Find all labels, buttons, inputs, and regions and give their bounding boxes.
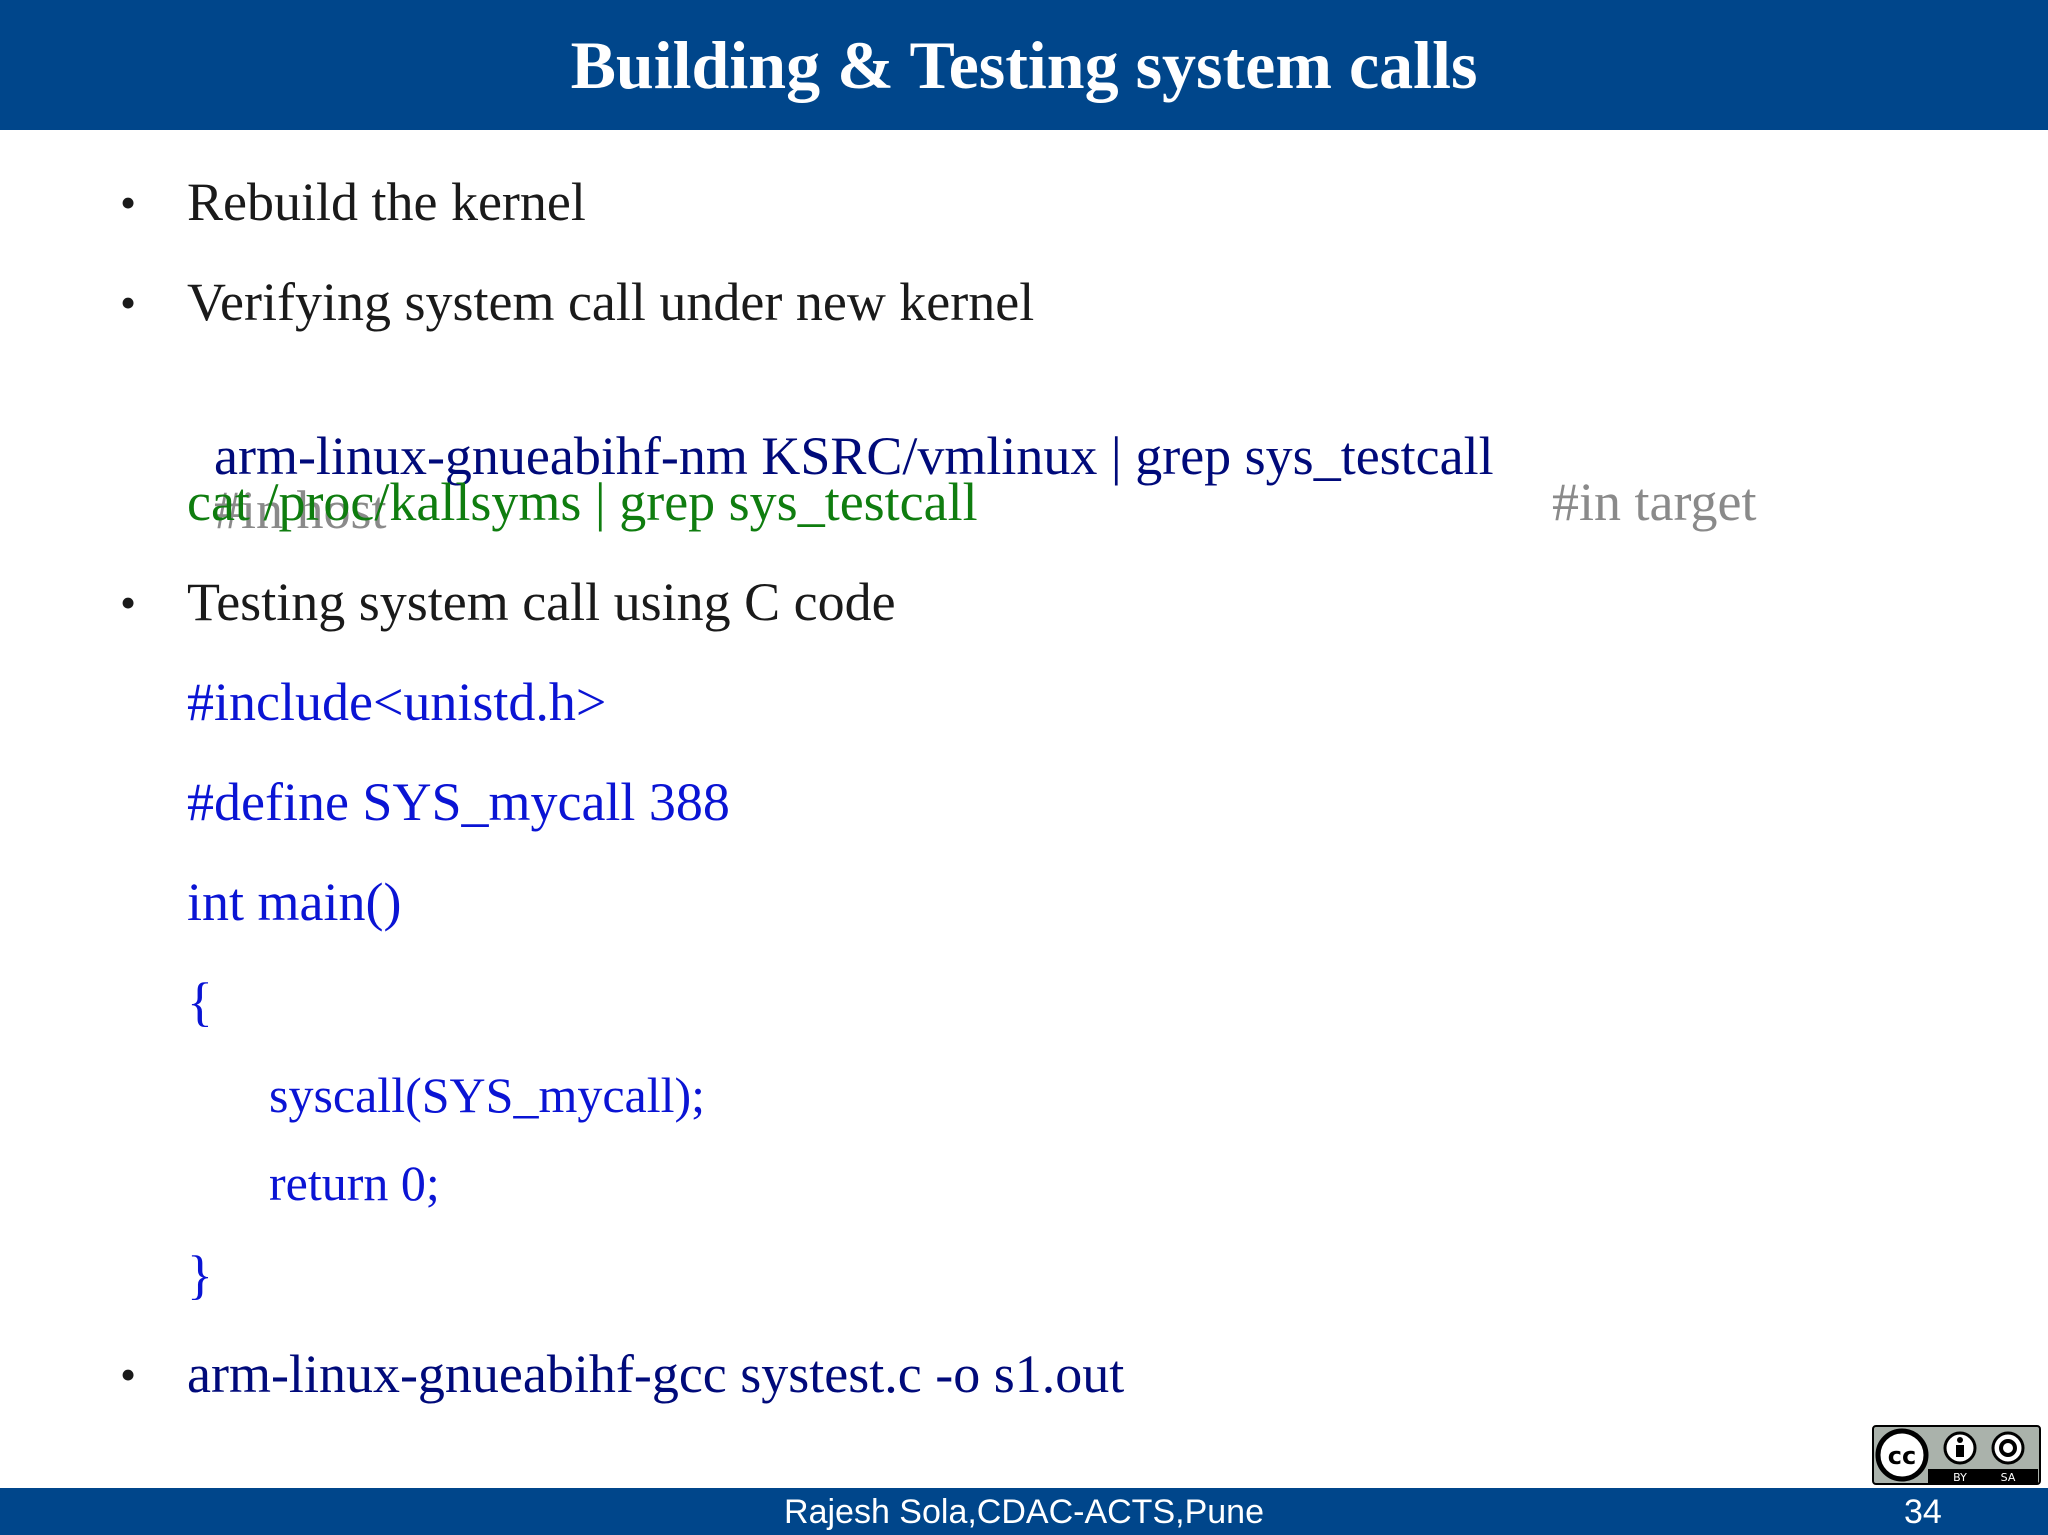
cc-by-label: BY <box>1953 1471 1967 1484</box>
slide-header: Building & Testing system calls <box>0 0 2048 130</box>
cc-sa-label: SA <box>2001 1471 2016 1484</box>
code-return: return 0; <box>269 1155 440 1211</box>
code-include: #include<unistd.h> <box>187 672 607 732</box>
bullet-rebuild-kernel: Rebuild the kernel <box>187 172 586 232</box>
bullet-marker: • <box>120 1349 137 1400</box>
svg-text:cc: cc <box>1888 1442 1916 1470</box>
code-open-brace: { <box>187 972 213 1032</box>
bullet-marker: • <box>120 277 137 328</box>
nm-comment: #in host <box>214 480 387 540</box>
page-number: 34 <box>1904 1493 1942 1531</box>
code-close-brace: } <box>187 1245 213 1305</box>
gcc-command: arm-linux-gnueabihf-gcc systest.c -o s1.… <box>187 1344 1125 1404</box>
bullet-testing-c-code: Testing system call using C code <box>187 572 896 632</box>
slide-title: Building & Testing system calls <box>570 27 1478 103</box>
code-syscall: syscall(SYS_mycall); <box>269 1067 706 1123</box>
nm-command-line: arm-linux-gnueabihf-nm KSRC/vmlinux | gr… <box>187 375 1494 537</box>
code-define: #define SYS_mycall 388 <box>187 772 730 832</box>
bullet-marker: • <box>120 177 137 228</box>
footer-author: Rajesh Sola,CDAC-ACTS,Pune <box>784 1493 1264 1531</box>
cat-command: cat /proc/kallsyms | grep sys_testcall <box>187 472 978 532</box>
code-main: int main() <box>187 872 402 932</box>
bullet-verify-syscall: Verifying system call under new kernel <box>187 272 1035 332</box>
cat-comment: #in target <box>1552 472 1757 532</box>
bullet-marker: • <box>120 577 137 628</box>
nm-command: arm-linux-gnueabihf-nm KSRC/vmlinux | gr… <box>214 426 1494 486</box>
slide-footer: Rajesh Sola,CDAC-ACTS,Pune 34 <box>0 1488 2048 1535</box>
cc-by-sa-icon: cc BY SA <box>1872 1425 2041 1485</box>
